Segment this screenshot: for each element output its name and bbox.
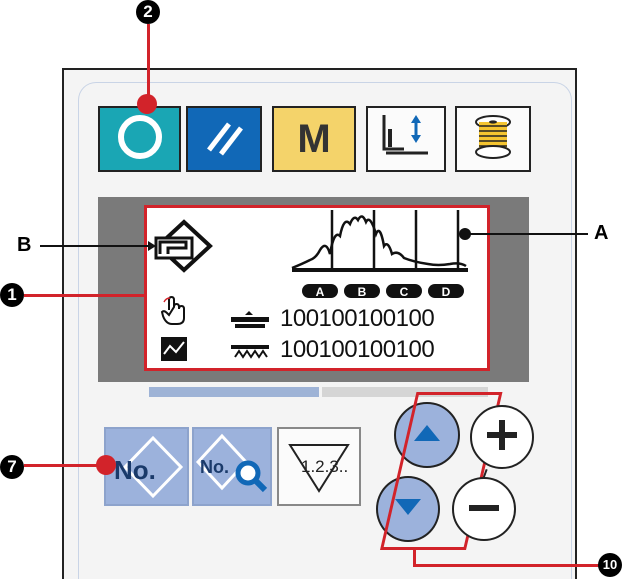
mode-label: M — [297, 116, 331, 161]
thread-winder-button[interactable] — [455, 106, 531, 172]
ready-icon — [115, 112, 165, 167]
hand-icon — [160, 295, 188, 331]
down-icon — [393, 497, 423, 522]
label-b: B — [17, 234, 32, 256]
feed-icon — [229, 341, 271, 366]
status-bar-left — [149, 387, 319, 397]
reset-button[interactable] — [186, 106, 262, 172]
pattern-graph: A B C D — [288, 210, 480, 325]
callout-1-leader — [24, 294, 146, 297]
lcd-highlight-box — [144, 205, 490, 371]
search-icon — [234, 459, 268, 498]
presser-lift-button[interactable] — [366, 106, 446, 172]
tension-icon — [229, 309, 271, 334]
program-number-button[interactable]: No. — [104, 427, 189, 506]
label-a: A — [594, 222, 609, 244]
callout-1: 1 — [0, 283, 24, 307]
zone-d-label: D — [442, 285, 451, 299]
program-search-button[interactable]: No. — [192, 427, 272, 506]
value-row-1: 100100100100 — [280, 305, 435, 332]
callout-2-leader — [147, 24, 150, 104]
callout-7-leader — [24, 464, 100, 467]
counter-icon — [288, 443, 350, 493]
zone-a-label: A — [316, 285, 325, 299]
down-button[interactable] — [376, 476, 440, 542]
program-button-marker — [96, 455, 116, 475]
callout-2: 2 — [136, 0, 160, 24]
plus-button[interactable] — [470, 405, 534, 469]
zone-c-label: C — [400, 285, 409, 299]
reset-icon — [199, 112, 249, 167]
control-panel-bezel — [78, 82, 572, 579]
callout-10: 10 — [598, 553, 622, 577]
up-button[interactable] — [394, 402, 460, 468]
callout-10-leader-v — [413, 548, 416, 566]
label-a-leader — [470, 233, 588, 235]
counter-label: 1.2.3.. — [301, 457, 349, 476]
ready-button-marker — [137, 94, 157, 114]
sewing-machine-icon — [152, 218, 242, 279]
label-b-leader — [40, 245, 152, 247]
status-bar-right — [322, 387, 488, 397]
minus-button[interactable] — [452, 477, 516, 541]
counter-button[interactable]: 1.2.3.. — [277, 427, 361, 506]
callout-10-leader-h — [413, 564, 599, 567]
thread-winder-icon — [468, 110, 518, 169]
ready-button[interactable] — [98, 106, 181, 172]
program-number-label: No. — [114, 455, 156, 485]
mode-button[interactable]: M — [272, 106, 356, 172]
pattern-icon — [160, 336, 188, 367]
label-a-dot — [459, 228, 471, 240]
plus-icon — [485, 418, 519, 457]
label-b-arrow — [148, 241, 156, 251]
program-search-label: No. — [200, 457, 229, 477]
minus-icon — [467, 500, 501, 518]
value-row-2: 100100100100 — [280, 336, 435, 363]
zone-b-label: B — [358, 285, 367, 299]
up-icon — [412, 423, 442, 448]
program-select-icon — [122, 435, 183, 498]
presser-lift-icon — [376, 109, 436, 170]
callout-7: 7 — [0, 455, 24, 479]
